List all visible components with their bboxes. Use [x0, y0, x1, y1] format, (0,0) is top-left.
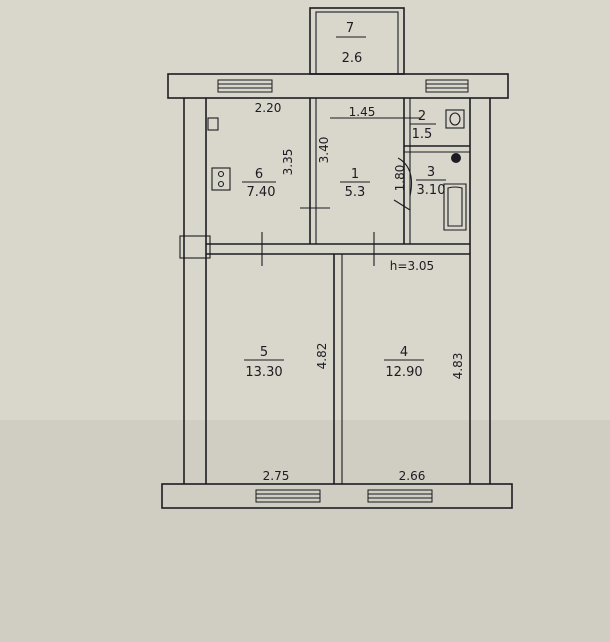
room-6-label: 6 7.40 — [242, 167, 276, 200]
washbasin-icon — [451, 153, 461, 163]
dim-room1-depth: 3.40 — [317, 137, 331, 164]
paper-shadow — [0, 420, 610, 642]
dim-top-left-width: 2.20 — [255, 101, 282, 115]
svg-text:4: 4 — [400, 345, 408, 360]
dim-corridor-width: 1.45 — [349, 105, 376, 119]
svg-text:3: 3 — [427, 165, 435, 180]
bottom-window-left — [255, 489, 321, 503]
stove-burner-icon — [217, 180, 225, 188]
svg-text:13.30: 13.30 — [245, 365, 282, 380]
dim-room4-width: 2.66 — [399, 469, 426, 483]
toilet-icon — [445, 109, 465, 129]
room-7-label: 7 2.6 — [336, 21, 366, 66]
bottom-window-right — [367, 489, 433, 503]
bottom-wall-band — [161, 483, 513, 509]
room-4-label: 4 12.90 — [384, 345, 424, 380]
svg-text:5: 5 — [260, 345, 268, 360]
svg-text:1.5: 1.5 — [412, 127, 433, 142]
top-window-left — [217, 79, 273, 93]
stove-burner-icon — [217, 170, 225, 178]
door-marks — [261, 117, 420, 266]
room-5-label: 5 13.30 — [244, 345, 284, 380]
svg-text:7: 7 — [346, 21, 354, 36]
stove-icon — [211, 167, 231, 191]
room-1-label: 1 5.3 — [340, 167, 370, 200]
sink-icon — [207, 117, 219, 131]
dim-room4-depth: 4.83 — [451, 353, 465, 380]
dim-room5-depth: 4.82 — [315, 343, 329, 370]
ceiling-height: h=3.05 — [390, 259, 434, 273]
svg-text:6: 6 — [255, 167, 263, 182]
svg-text:12.90: 12.90 — [385, 365, 422, 380]
room-2-label: 2 1.5 — [410, 109, 436, 142]
svg-text:2.6: 2.6 — [342, 51, 363, 66]
top-window-right — [425, 79, 469, 93]
svg-text:2: 2 — [418, 109, 426, 124]
room-3-label: 3 3.10 — [416, 165, 446, 198]
left-wall-door — [179, 235, 211, 259]
toilet-bowl-icon — [449, 112, 461, 126]
dim-room3-width: 1.80 — [393, 165, 407, 192]
svg-text:3.10: 3.10 — [417, 183, 446, 198]
dim-room6-depth: 3.35 — [281, 149, 295, 176]
bathtub-icon — [443, 183, 467, 231]
svg-text:5.3: 5.3 — [345, 185, 366, 200]
svg-text:7.40: 7.40 — [247, 185, 276, 200]
room3-door-arc — [397, 157, 413, 197]
svg-text:1: 1 — [351, 167, 359, 182]
dim-room5-width: 2.75 — [263, 469, 290, 483]
